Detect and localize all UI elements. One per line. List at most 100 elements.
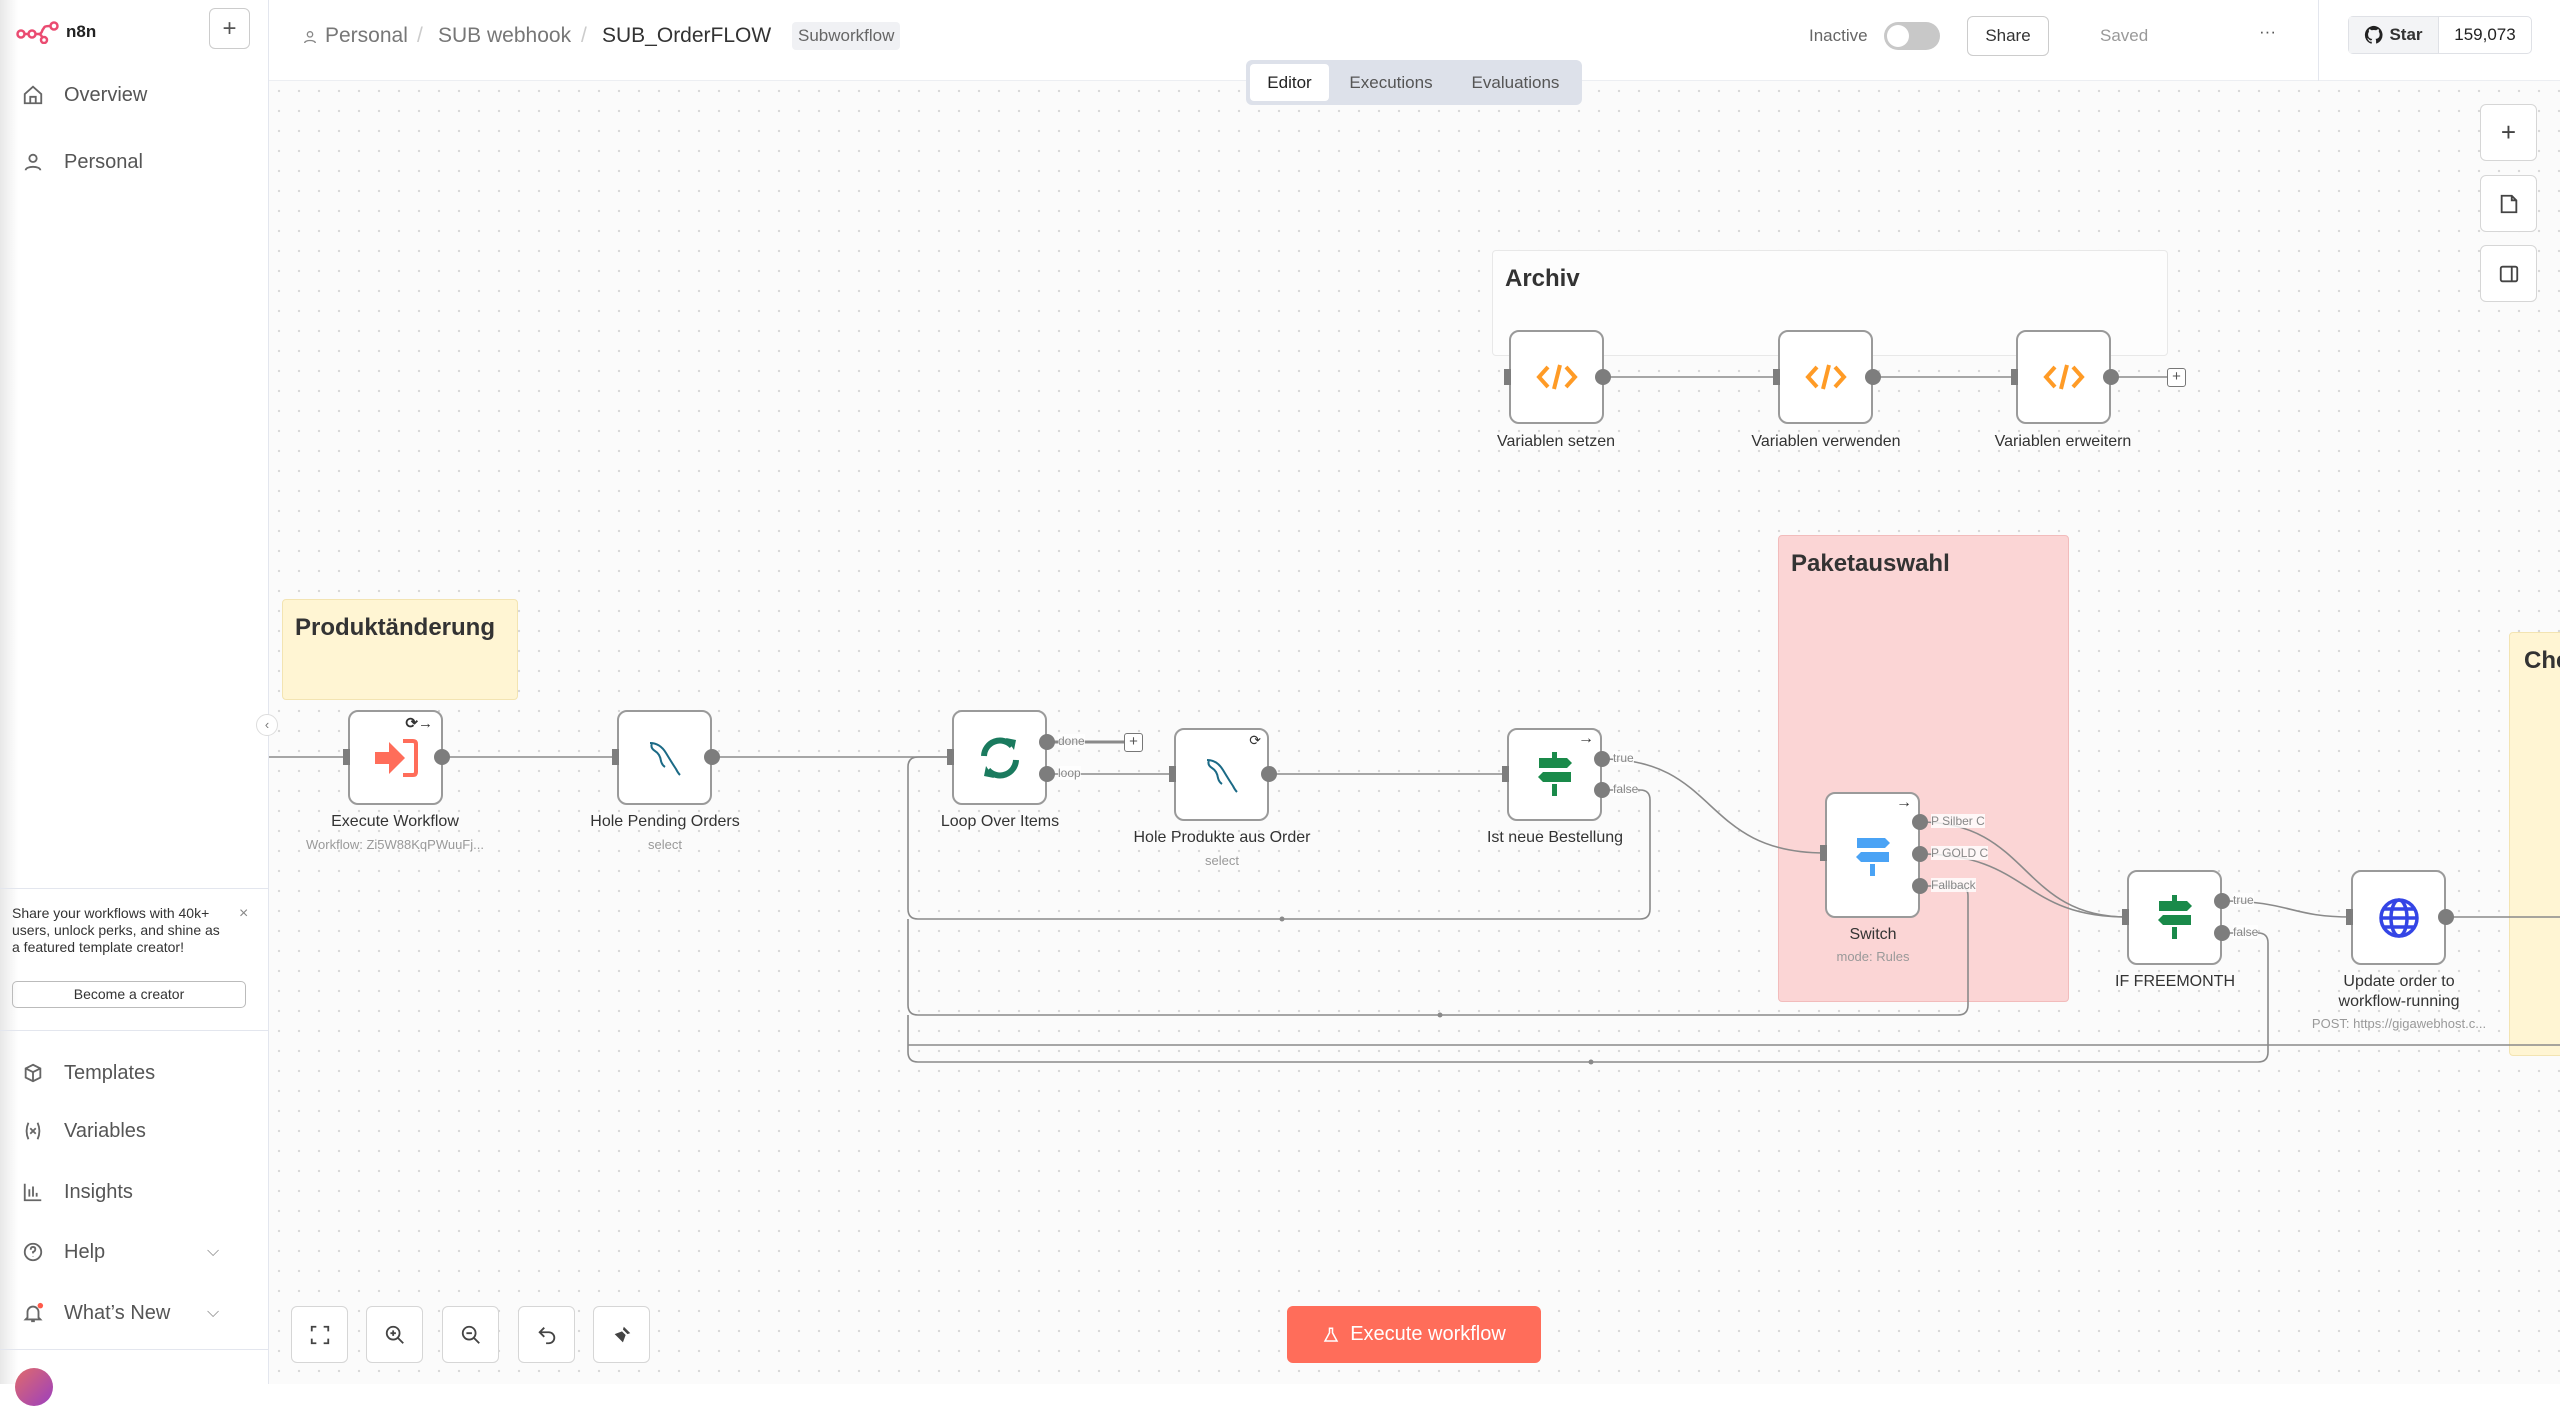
node-hole-pending-orders[interactable] — [617, 710, 712, 805]
sidebar-item-personal[interactable]: Personal — [22, 142, 143, 182]
broom-icon — [614, 1326, 630, 1342]
flask-icon — [1323, 1327, 1339, 1342]
saved-status: Saved — [2100, 26, 2149, 45]
more-menu-button[interactable]: ··· — [2259, 22, 2276, 41]
sidebar-item-insights[interactable]: Insights — [22, 1172, 133, 1212]
sticky-note-paketauswahl[interactable]: Paketauswahl — [1778, 535, 2069, 1002]
node-update-order[interactable] — [2351, 870, 2446, 965]
workflow-name[interactable]: SUB_OrderFLOW — [602, 24, 772, 47]
logo[interactable]: n8n — [16, 20, 96, 44]
status-label: Inactive — [1809, 26, 1868, 45]
fit-view-button[interactable] — [291, 1306, 348, 1363]
node-label: Hole Produkte aus Order — [1133, 829, 1311, 846]
mysql-icon — [649, 741, 681, 776]
add-node-panel-button[interactable]: + — [2480, 104, 2537, 161]
node-variablen-setzen[interactable] — [1509, 330, 1604, 424]
sidebar-item-help[interactable]: Help ⌵ — [22, 1232, 262, 1272]
divider — [0, 888, 269, 889]
star-count: 159,073 — [2454, 25, 2516, 44]
n8n-logo-icon — [16, 21, 59, 44]
port-label-silber: P Silber C — [1931, 814, 1985, 828]
breadcrumb-folder[interactable]: SUB webhook — [438, 24, 572, 47]
chevron-down-icon: ⌵ — [207, 1243, 220, 1260]
execute-workflow-button[interactable]: Execute workflow — [1287, 1306, 1541, 1363]
edge-midpoint — [1279, 916, 1285, 922]
home-icon — [23, 85, 43, 105]
divider — [0, 1030, 269, 1031]
mysql-icon — [1206, 758, 1238, 793]
sidebar-item-overview[interactable]: Overview — [22, 75, 147, 115]
port-label-fallback: Fallback — [1931, 878, 1976, 892]
zoom-in-button[interactable] — [366, 1306, 423, 1363]
node-subtitle: Workflow: Zi5W88KqPWuuFj... — [306, 837, 484, 852]
tab-evaluations[interactable]: Evaluations — [1471, 73, 1560, 92]
become-creator-button[interactable]: Become a creator — [12, 981, 246, 1008]
edge-midpoint — [1588, 1059, 1594, 1065]
node-execute-workflow[interactable]: ⟳→ — [348, 710, 443, 805]
share-button[interactable]: Share — [1967, 16, 2049, 56]
node-subtitle: select — [1205, 853, 1239, 868]
active-toggle[interactable] — [1884, 22, 1940, 50]
breadcrumb-separator: / — [581, 24, 587, 47]
globe-icon — [2378, 897, 2419, 938]
sidebar-item-templates[interactable]: Templates — [22, 1053, 155, 1093]
box-icon — [24, 1063, 42, 1083]
breadcrumb-separator: / — [417, 24, 423, 47]
node-variablen-erweitern[interactable] — [2016, 330, 2111, 424]
node-switch[interactable]: → — [1825, 792, 1920, 918]
add-button[interactable]: + — [209, 8, 250, 49]
port-label-gold: P GOLD C — [1931, 846, 1989, 860]
divider — [0, 1349, 269, 1350]
toggle-panel-button[interactable] — [2480, 245, 2537, 302]
connection — [907, 756, 1651, 920]
tab-editor[interactable]: Editor — [1250, 64, 1329, 101]
arrow-right-icon: → — [1896, 794, 1912, 811]
tab-executions[interactable]: Executions — [1349, 73, 1433, 92]
if-signpost-icon — [2157, 894, 2192, 939]
divider — [2318, 0, 2319, 81]
port-label-true: true — [1613, 751, 1634, 765]
port-label-true: true — [2233, 893, 2254, 907]
node-loop-over-items[interactable] — [952, 710, 1047, 805]
collapse-sidebar-button[interactable]: ‹ — [256, 714, 278, 736]
trigger-arrow-icon: ⟳→ — [405, 715, 433, 732]
node-label: Variablen erweitern — [1994, 433, 2132, 450]
node-subtitle: POST: https://gigawebhost.c... — [2311, 1016, 2487, 1031]
sidebar-item-variables[interactable]: Variables — [22, 1111, 146, 1151]
add-node-button[interactable]: + — [1124, 733, 1143, 752]
fullscreen-icon — [310, 1325, 329, 1344]
code-icon — [2042, 364, 2085, 390]
node-variablen-verwenden[interactable] — [1778, 330, 1873, 424]
add-node-button[interactable]: + — [2167, 368, 2186, 387]
app-name: n8n — [66, 22, 97, 41]
sidebar-item-whats-new[interactable]: What’s New ⌵ — [22, 1293, 262, 1333]
sidebar-item-label: What’s New — [64, 1301, 171, 1324]
close-promo-icon[interactable]: × — [239, 905, 249, 922]
node-ist-neue-bestellung[interactable]: → — [1507, 728, 1602, 821]
sticky-note-che[interactable]: Che — [2509, 632, 2560, 1056]
if-signpost-icon — [1537, 751, 1572, 796]
zoom-out-button[interactable] — [442, 1306, 499, 1363]
node-label: Switch — [1849, 926, 1897, 943]
switch-signpost-icon — [1855, 838, 1890, 876]
sidebar-item-label: Insights — [64, 1180, 133, 1203]
node-label: Hole Pending Orders — [590, 813, 740, 830]
node-label: Update order to — [2343, 973, 2455, 990]
code-icon — [1804, 364, 1847, 390]
breadcrumb-personal[interactable]: Personal — [325, 24, 408, 47]
reset-zoom-button[interactable] — [518, 1306, 575, 1363]
github-star-button[interactable]: Star 159,073 — [2348, 16, 2532, 54]
sidebar-item-label: Templates — [64, 1061, 156, 1084]
sidebar: n8n + Overview Personal Share your workf… — [0, 0, 269, 1406]
note-icon — [2500, 194, 2517, 213]
execute-workflow-label: Execute workflow — [1350, 1323, 1506, 1345]
connection — [907, 932, 2269, 1063]
bell-icon — [23, 1302, 44, 1323]
node-if-freemonth[interactable] — [2127, 870, 2222, 965]
sticky-note-button[interactable] — [2480, 175, 2537, 232]
sticky-note-produktaenderung[interactable]: Produktänderung — [282, 599, 518, 700]
port-label-loop: loop — [1058, 766, 1081, 780]
panel-icon — [2499, 265, 2518, 282]
tidy-up-button[interactable] — [593, 1306, 650, 1363]
node-hole-produkte-aus-order[interactable]: ⟳ — [1174, 728, 1269, 821]
